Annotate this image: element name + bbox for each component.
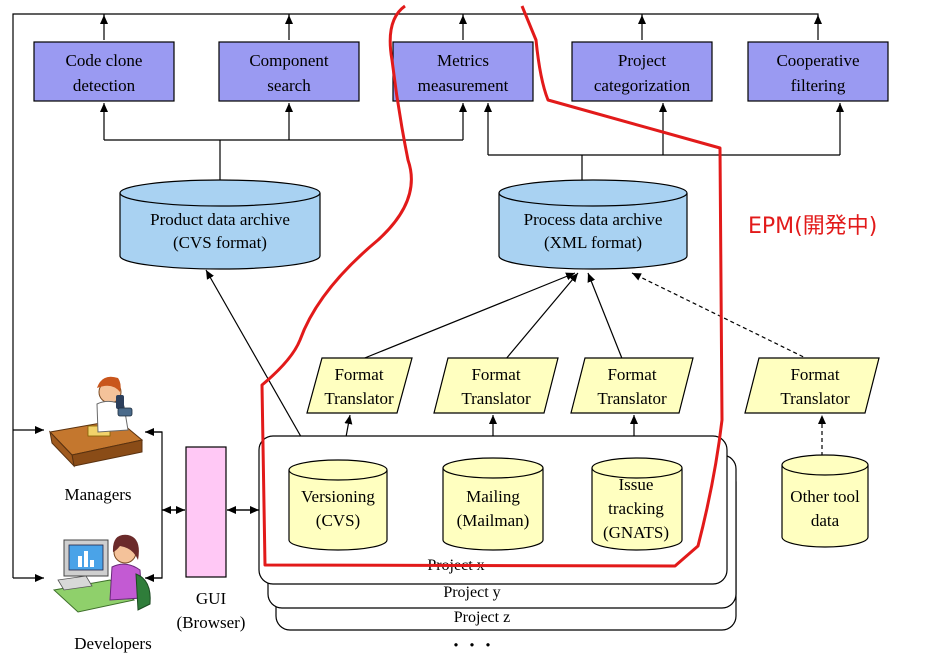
box-label-line2: detection bbox=[73, 76, 136, 95]
translator-label-line1: Format bbox=[471, 365, 520, 384]
tool-other: Other tool data bbox=[781, 454, 869, 548]
product-data-archive: Product data archive (CVS format) bbox=[119, 179, 321, 270]
box-label-line1: Code clone bbox=[66, 51, 143, 70]
tool-label-line: tracking bbox=[608, 499, 664, 518]
box-label-line2: measurement bbox=[418, 76, 509, 95]
box-label-line2: search bbox=[267, 76, 311, 95]
archive-label-line1: Product data archive bbox=[150, 210, 290, 229]
managers-icon: Managers bbox=[48, 376, 144, 504]
tool-mailing: Mailing (Mailman) bbox=[442, 457, 544, 551]
tool-label-line: Other tool bbox=[790, 487, 860, 506]
translator-label-line2: Translator bbox=[780, 389, 850, 408]
translator-label-line1: Format bbox=[790, 365, 839, 384]
translator-label-line1: Format bbox=[607, 365, 656, 384]
tool-label-line: Versioning bbox=[301, 487, 375, 506]
format-translator-2: Format Translator bbox=[433, 357, 559, 414]
tool-label-line: data bbox=[811, 511, 840, 530]
project-y-label: Project y bbox=[443, 584, 500, 601]
tool-label-line: (GNATS) bbox=[603, 523, 669, 542]
box-label-line1: Cooperative bbox=[776, 51, 859, 70]
format-translator-1: Format Translator bbox=[306, 357, 413, 414]
epm-outline bbox=[260, 4, 724, 568]
analysis-box-component-search: Component search bbox=[218, 41, 360, 102]
translator-label-line2: Translator bbox=[597, 389, 667, 408]
archive-label-line2: (XML format) bbox=[544, 233, 642, 252]
managers-label: Managers bbox=[64, 485, 131, 504]
gui-label-line2: (Browser) bbox=[177, 613, 246, 632]
epm-label: EPM(開発中) bbox=[748, 214, 877, 239]
tool-versioning: Versioning (CVS) bbox=[288, 459, 388, 551]
analysis-box-project-categorization: Project categorization bbox=[571, 41, 713, 102]
translator-label-line1: Format bbox=[334, 365, 383, 384]
developers-icon: Developers bbox=[52, 534, 152, 653]
tool-issue-tracking: Issue tracking (GNATS) bbox=[591, 457, 683, 551]
translator-label-line2: Translator bbox=[461, 389, 531, 408]
tool-label-line: Mailing bbox=[466, 487, 520, 506]
translator-label-line2: Translator bbox=[324, 389, 394, 408]
archive-label-line2: (CVS format) bbox=[173, 233, 267, 252]
ellipsis: ・・・ bbox=[448, 638, 496, 655]
gui-browser: GUI (Browser) bbox=[177, 446, 246, 632]
box-label-line2: categorization bbox=[594, 76, 691, 95]
box-label-line1: Metrics bbox=[437, 51, 489, 70]
format-translator-4: Format Translator bbox=[744, 357, 880, 414]
analysis-box-metrics: Metrics measurement bbox=[392, 41, 534, 102]
tool-label-line: Issue bbox=[619, 475, 654, 494]
process-data-archive: Process data archive (XML format) bbox=[498, 179, 688, 270]
format-translator-3: Format Translator bbox=[570, 357, 694, 414]
tool-label-line: (CVS) bbox=[316, 511, 360, 530]
analysis-box-code-clone: Code clone detection bbox=[33, 41, 175, 102]
box-label-line1: Component bbox=[249, 51, 329, 70]
box-label-line1: Project bbox=[618, 51, 666, 70]
gui-label-line1: GUI bbox=[196, 589, 227, 608]
archive-label-line1: Process data archive bbox=[524, 210, 663, 229]
tool-label-line: (Mailman) bbox=[457, 511, 530, 530]
developers-label: Developers bbox=[74, 634, 151, 653]
project-z-label: Project z bbox=[454, 609, 510, 626]
box-label-line2: filtering bbox=[791, 76, 846, 95]
analysis-box-cooperative-filtering: Cooperative filtering bbox=[747, 41, 889, 102]
